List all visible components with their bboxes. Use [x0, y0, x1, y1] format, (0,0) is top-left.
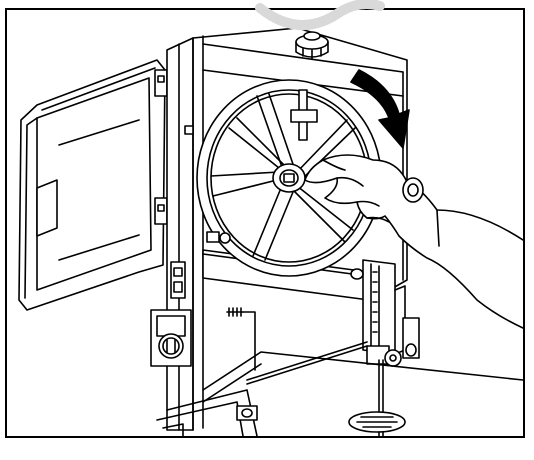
saw-table — [202, 341, 523, 433]
lower-bracket — [350, 268, 364, 280]
cable-spring — [226, 307, 256, 371]
power-switch — [150, 309, 192, 367]
rotation-arrow-icon — [350, 69, 410, 149]
blade-guide-post — [290, 89, 318, 141]
connector-plate — [170, 261, 186, 299]
door-hinges — [154, 69, 168, 225]
bandsaw-illustration — [18, 27, 523, 436]
upper-wheel — [196, 79, 382, 277]
column-bolt — [206, 231, 231, 244]
open-door — [18, 59, 166, 311]
side-handle — [402, 177, 424, 203]
illustration-frame — [5, 8, 525, 438]
upper-blade-guide — [362, 259, 420, 367]
tension-knob — [295, 31, 329, 60]
small-stop — [184, 125, 194, 135]
base-assembly — [156, 389, 258, 436]
hand — [304, 154, 523, 329]
